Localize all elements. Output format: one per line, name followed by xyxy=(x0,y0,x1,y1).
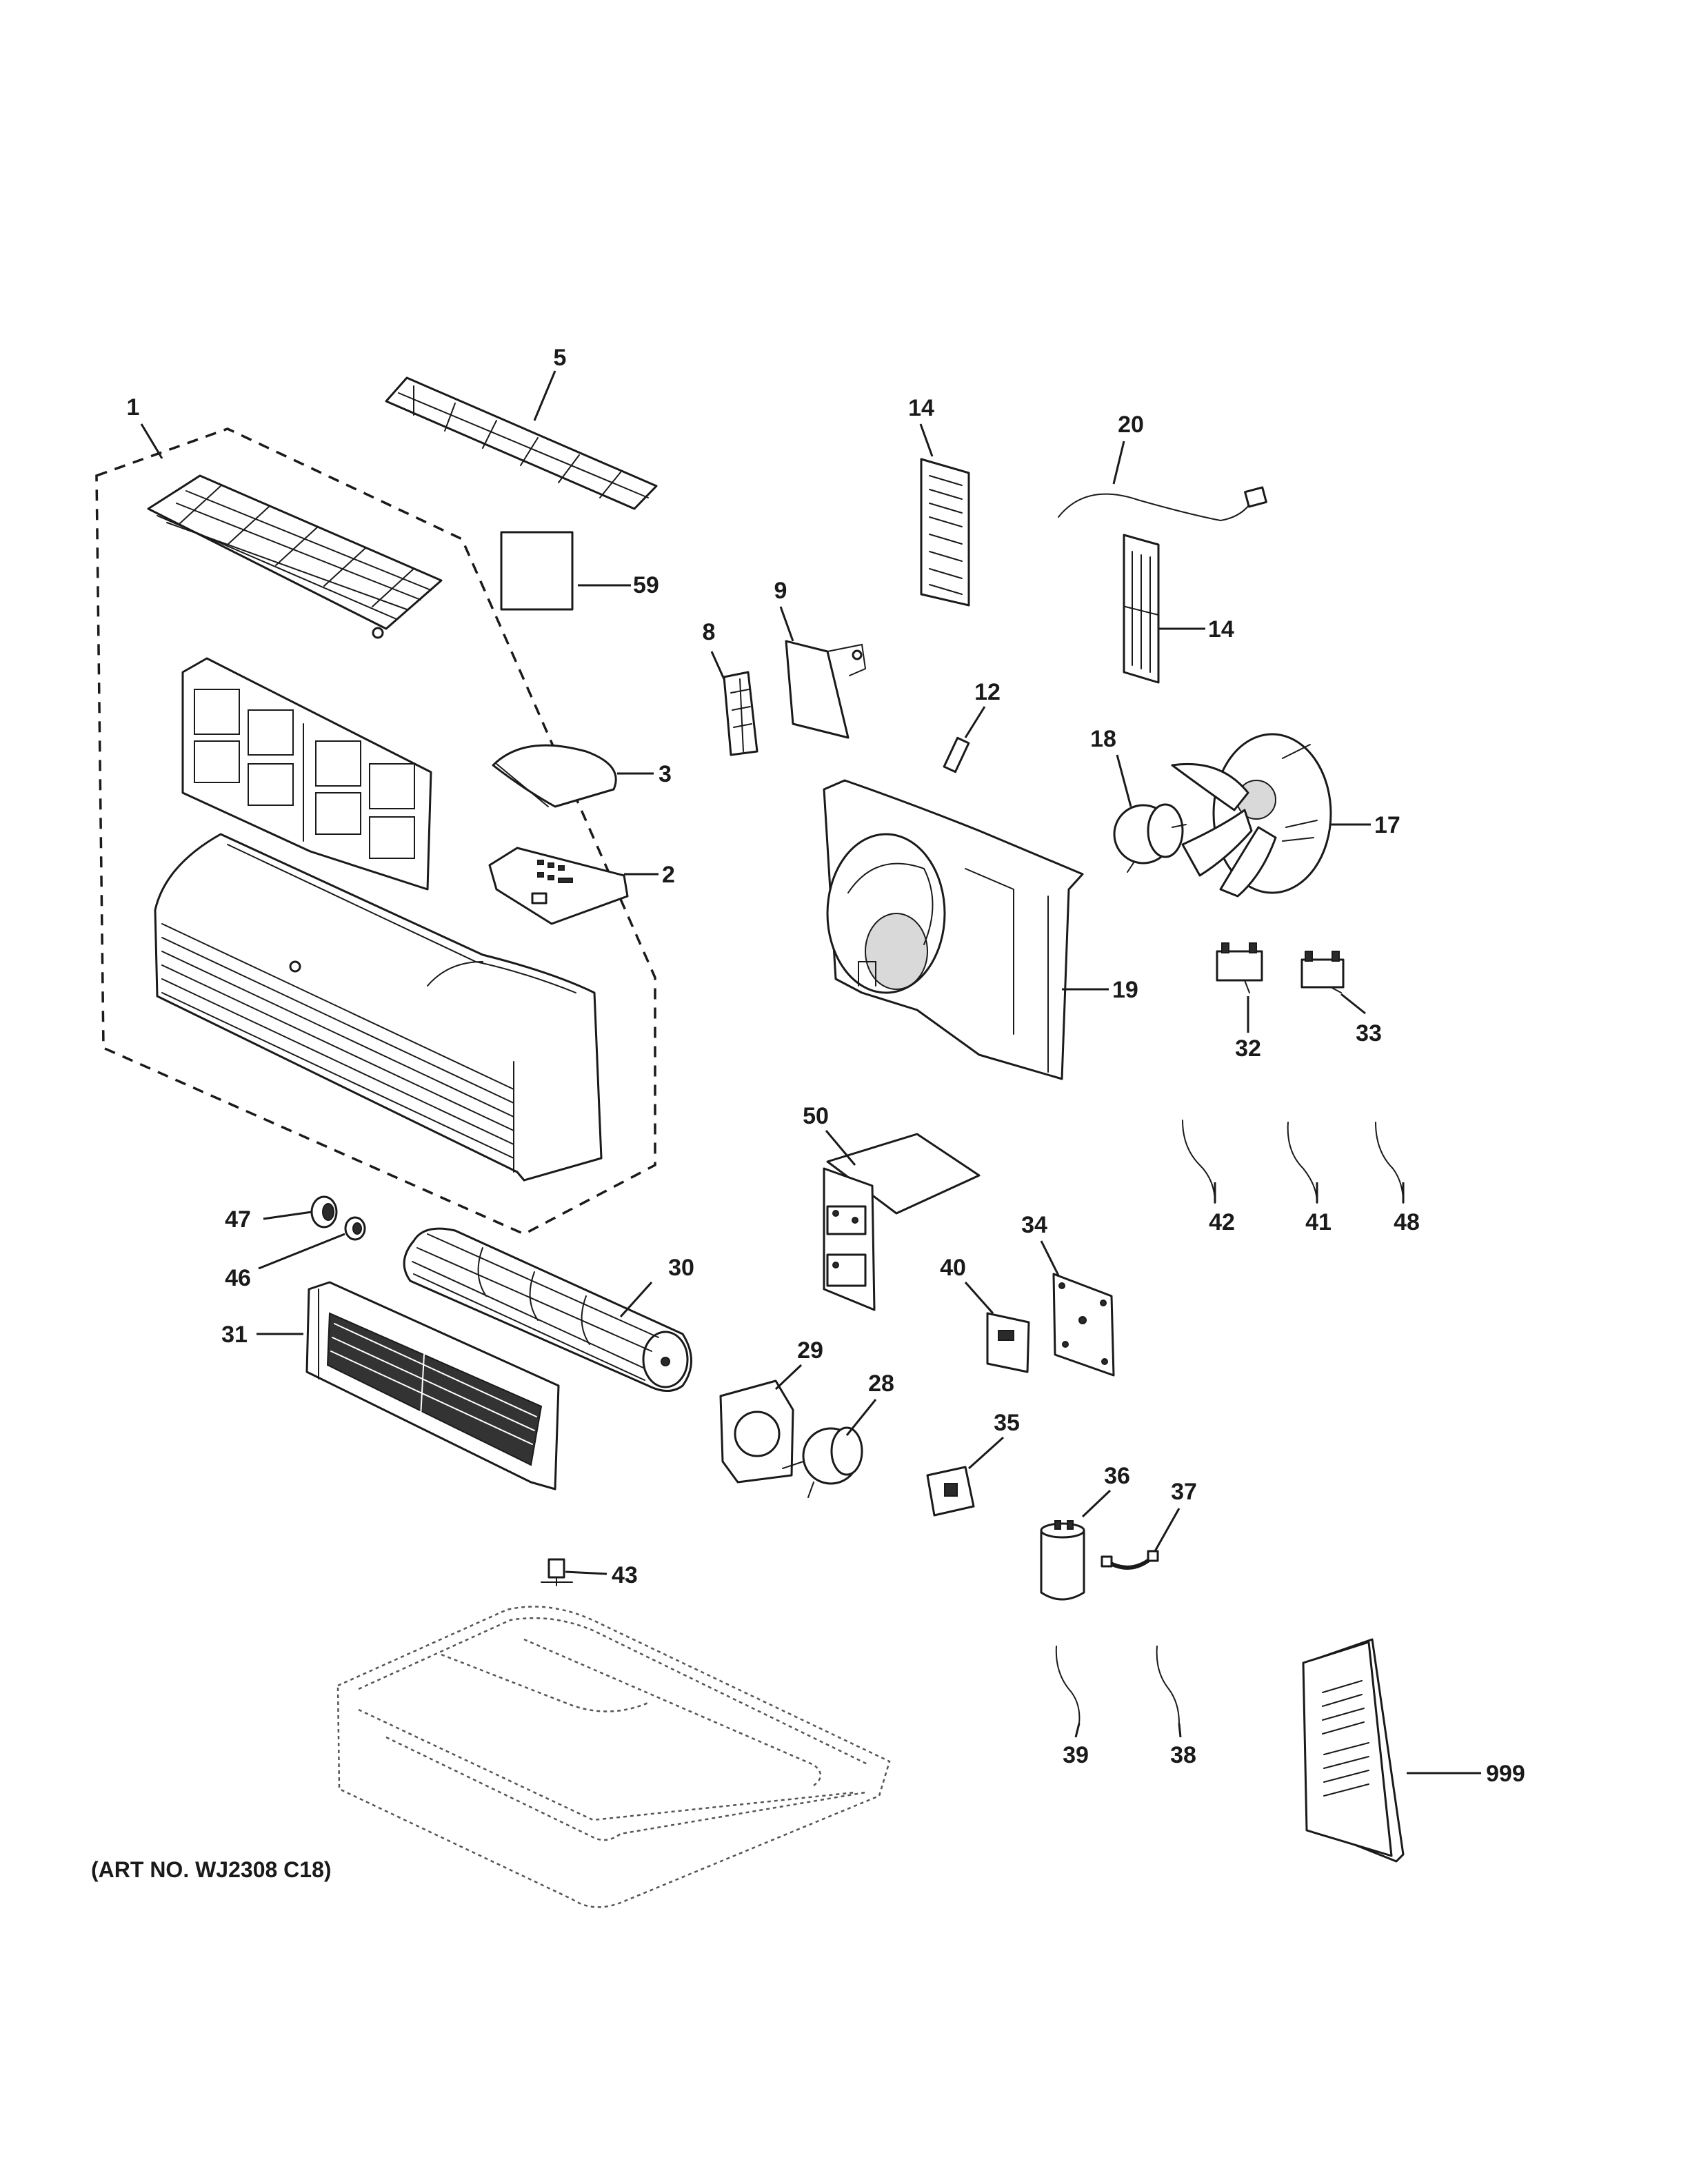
callout-43: 43 xyxy=(612,1562,638,1588)
part-1-front-cover-assembly[interactable] xyxy=(95,427,656,1235)
part-20-power-cord[interactable] xyxy=(1058,486,1267,522)
callout-29: 29 xyxy=(797,1337,823,1364)
part-38-wire-lead[interactable] xyxy=(1156,1646,1180,1724)
callout-33: 33 xyxy=(1356,1020,1382,1046)
callout-2: 2 xyxy=(662,862,675,888)
callout-46: 46 xyxy=(225,1265,251,1291)
callout-36: 36 xyxy=(1104,1463,1130,1489)
part-31-evaporator-coil[interactable] xyxy=(305,1281,560,1490)
callout-5: 5 xyxy=(554,345,567,371)
callout-31: 31 xyxy=(221,1322,248,1348)
callout-12: 12 xyxy=(974,679,1001,705)
part-30-blower-wheel[interactable] xyxy=(403,1227,692,1392)
callout-41: 41 xyxy=(1305,1209,1332,1235)
base-pan xyxy=(336,1606,891,1908)
cabinet-louvers xyxy=(161,923,514,1173)
part-19-bulkhead[interactable] xyxy=(823,779,1084,1080)
part-50-control-box-bracket[interactable] xyxy=(823,1133,981,1311)
part-46-bearing[interactable] xyxy=(344,1216,366,1241)
callout-1: 1 xyxy=(127,394,140,421)
callout-47: 47 xyxy=(225,1206,251,1233)
callout-14a: 14 xyxy=(908,395,934,421)
part-3-control-door[interactable] xyxy=(492,744,617,808)
part-43-sensor[interactable] xyxy=(541,1558,573,1586)
callout-30: 30 xyxy=(668,1255,694,1281)
callout-18: 18 xyxy=(1090,726,1116,752)
callout-38: 38 xyxy=(1170,1742,1196,1768)
part-999-owners-manual[interactable] xyxy=(1302,1638,1405,1863)
part-35-transformer[interactable] xyxy=(926,1466,975,1517)
callout-17: 17 xyxy=(1374,812,1400,838)
part-47-bearing-mount[interactable] xyxy=(310,1195,338,1228)
part-36-capacitor[interactable] xyxy=(1040,1520,1085,1601)
callout-labels: 1 5 59 3 2 8 9 12 14 14 20 18 17 19 32 3… xyxy=(127,345,1525,1787)
callout-8: 8 xyxy=(703,619,716,645)
callout-39: 39 xyxy=(1063,1742,1089,1768)
part-32-relay[interactable] xyxy=(1216,942,1263,993)
part-41-wire-lead[interactable] xyxy=(1287,1122,1318,1204)
part-39-wire-lead[interactable] xyxy=(1055,1646,1081,1724)
callout-999: 999 xyxy=(1486,1761,1525,1787)
callout-35: 35 xyxy=(994,1410,1020,1436)
part-5-filter-retainer[interactable] xyxy=(385,376,658,510)
part-37-capacitor-strap[interactable] xyxy=(1101,1550,1159,1570)
callout-37: 37 xyxy=(1171,1479,1197,1505)
part-40-control-board[interactable] xyxy=(986,1312,1030,1373)
part-28-blower-motor[interactable] xyxy=(782,1426,863,1498)
part-29-motor-mount[interactable] xyxy=(719,1379,794,1484)
callout-50: 50 xyxy=(803,1103,829,1129)
part-48-wire-lead[interactable] xyxy=(1375,1122,1404,1204)
callout-19: 19 xyxy=(1112,977,1138,1003)
part-59-label[interactable] xyxy=(500,531,574,611)
art-number-note: (ART NO. WJ2308 C18) xyxy=(91,1857,332,1882)
part-12-clip[interactable] xyxy=(943,736,970,774)
callout-34: 34 xyxy=(1021,1212,1047,1238)
part-8-bracket[interactable] xyxy=(723,671,758,756)
part-14-grille-lower[interactable] xyxy=(1123,534,1160,684)
part-2-control-panel[interactable] xyxy=(488,847,629,925)
part-18-fan-motor[interactable] xyxy=(1113,803,1187,873)
callout-9: 9 xyxy=(774,578,787,604)
callout-3: 3 xyxy=(659,761,672,787)
callout-40: 40 xyxy=(940,1255,966,1281)
callout-28: 28 xyxy=(868,1371,894,1397)
callout-20: 20 xyxy=(1118,412,1144,438)
callout-48: 48 xyxy=(1394,1209,1420,1235)
callout-32: 32 xyxy=(1235,1035,1261,1062)
part-14-grille-upper[interactable] xyxy=(920,458,970,607)
part-17-condenser-fan[interactable] xyxy=(1171,733,1332,898)
callout-42: 42 xyxy=(1209,1209,1235,1235)
part-42-wire-lead[interactable] xyxy=(1182,1120,1216,1204)
callout-59: 59 xyxy=(633,572,659,598)
part-34-main-control-board[interactable] xyxy=(1052,1273,1115,1377)
leader-lines xyxy=(140,370,1481,1775)
part-9-damper-door[interactable] xyxy=(785,640,867,739)
part-33-relay[interactable] xyxy=(1300,951,1345,993)
callout-14b: 14 xyxy=(1208,616,1234,643)
